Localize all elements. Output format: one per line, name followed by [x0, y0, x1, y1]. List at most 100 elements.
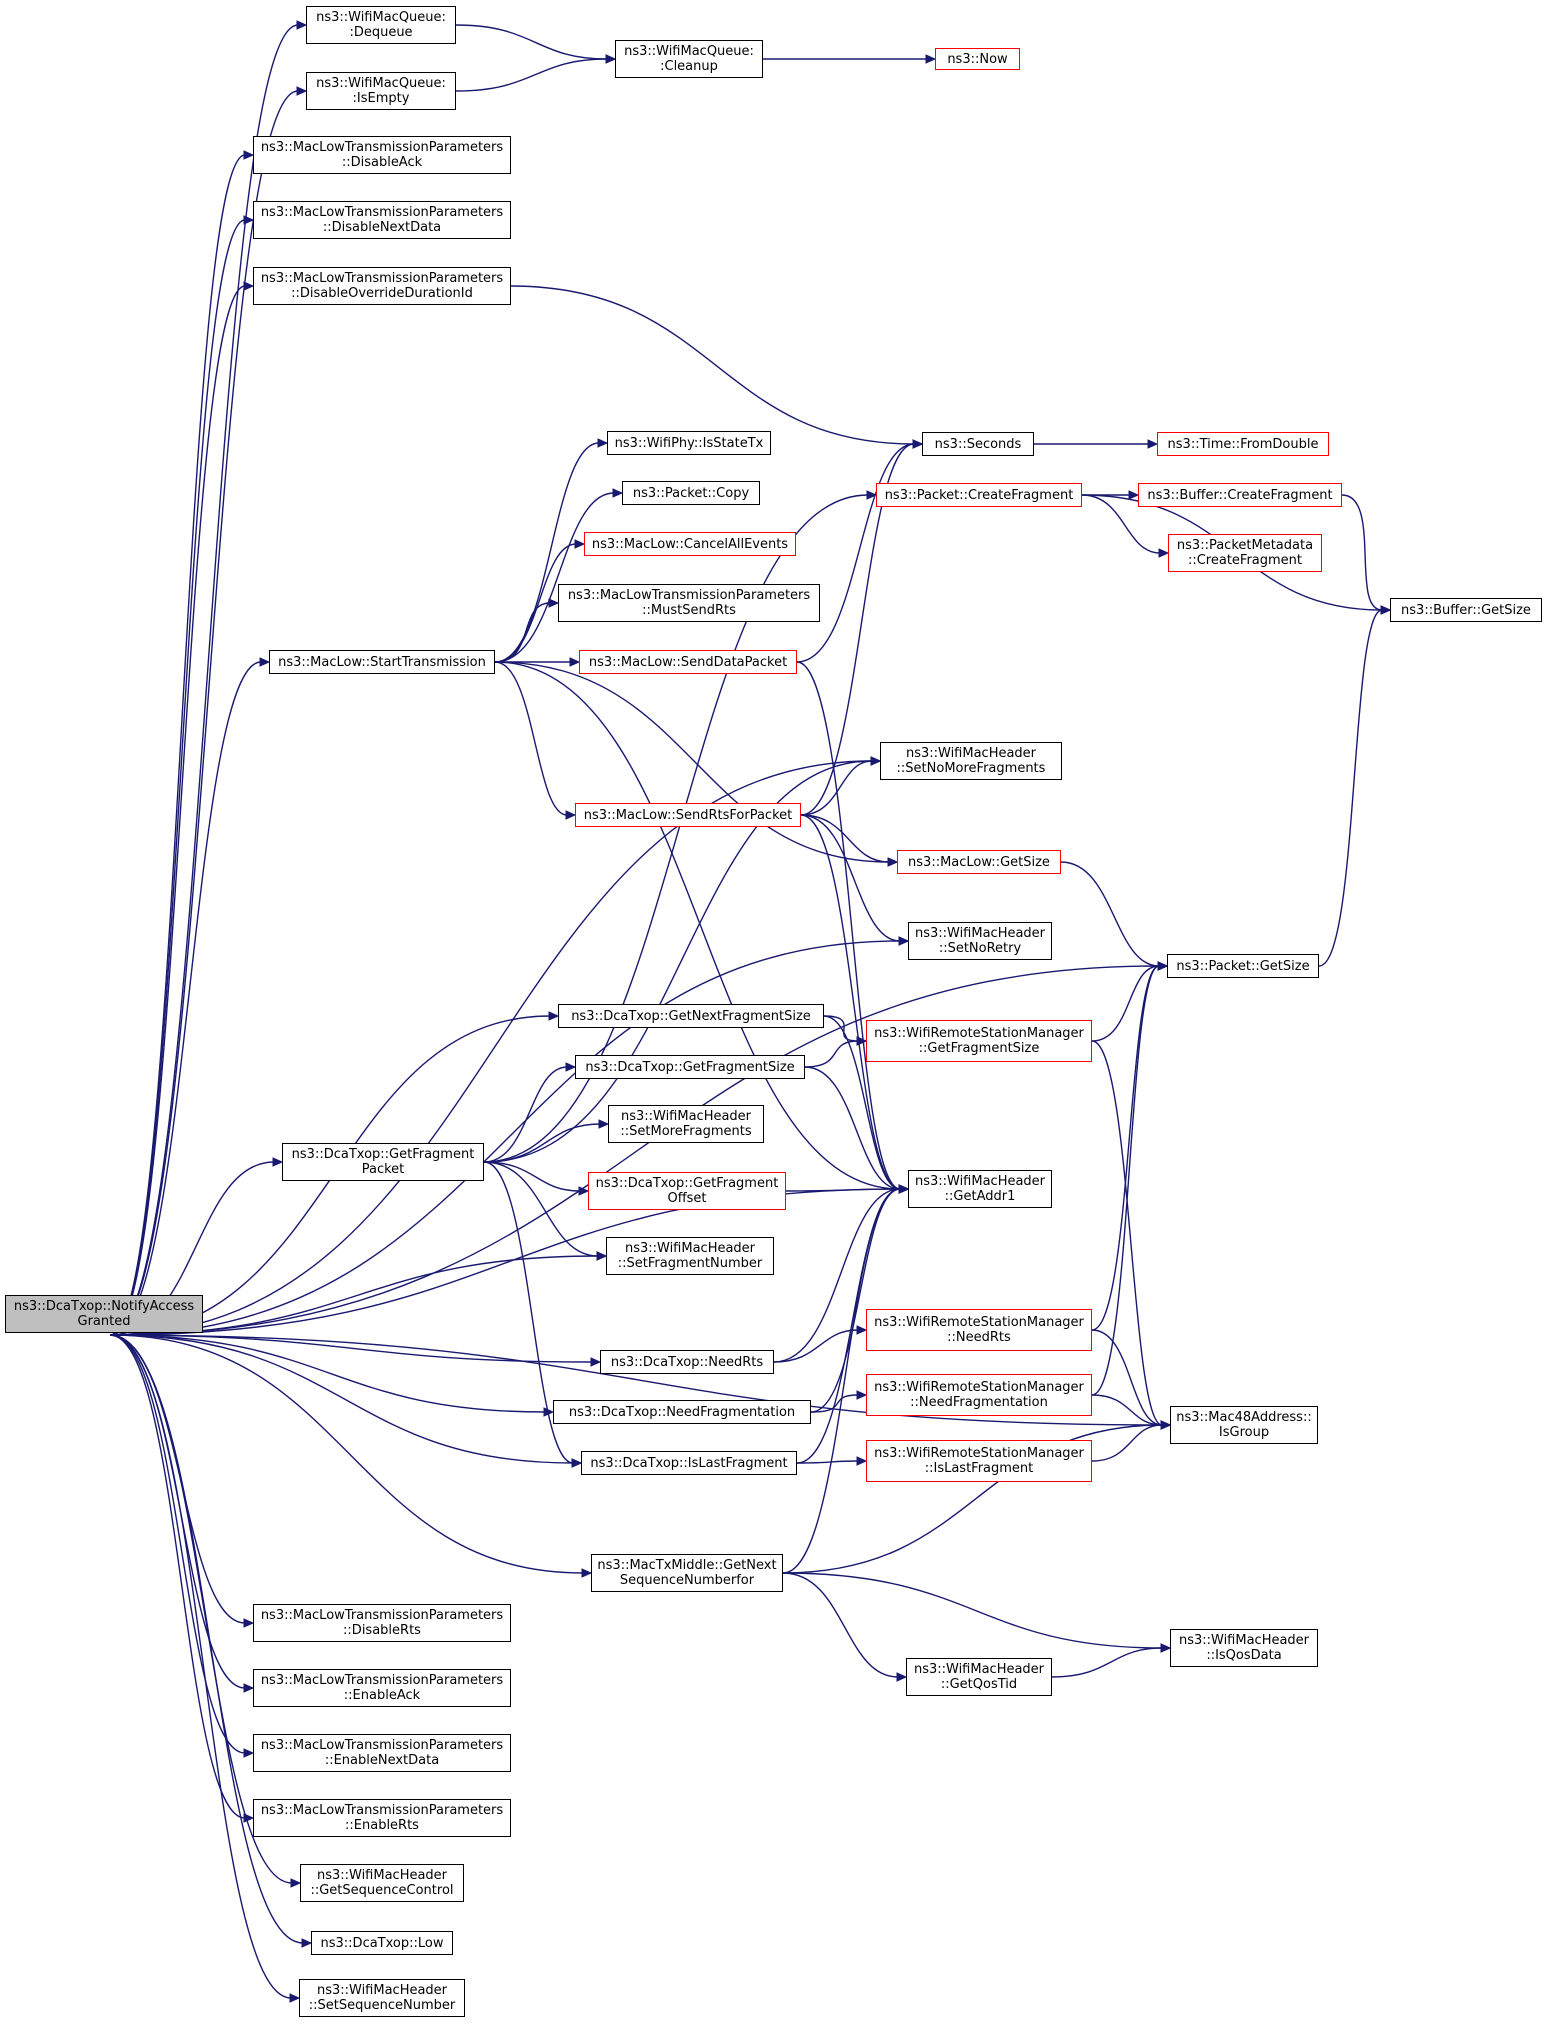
edge-arrowhead	[301, 1938, 313, 1948]
node-disablerts[interactable]: ns3::MacLowTransmissionParameters::Disab…	[253, 1604, 511, 1642]
node-label-line: ns3::MacLow::CancelAllEvents	[591, 536, 789, 552]
node-starttx[interactable]: ns3::MacLow::StartTransmission	[269, 650, 495, 674]
edge-arrowhead	[243, 281, 255, 291]
edge-arrowhead	[1160, 1420, 1172, 1430]
call-edge	[109, 1334, 304, 1944]
edge-arrowhead	[887, 857, 899, 867]
node-label-line: ns3::MacLow::SendDataPacket	[588, 654, 788, 670]
call-edge	[109, 661, 262, 1336]
call-edge	[109, 219, 246, 1336]
call-edge	[800, 814, 890, 863]
edge-arrowhead	[856, 1036, 868, 1046]
node-label-line: SequenceNumberfor	[619, 1573, 755, 1588]
node-disableoverride[interactable]: ns3::MacLowTransmissionParameters::Disab…	[253, 267, 511, 305]
node-setnomore[interactable]: ns3::WifiMacHeader::SetNoMoreFragments	[880, 742, 1062, 780]
node-sendrts[interactable]: ns3::MacLow::SendRtsForPacket	[575, 803, 801, 827]
node-label-line: ns3::WifiMacHeader	[914, 1174, 1046, 1189]
node-fromdouble[interactable]: ns3::Time::FromDouble	[1157, 432, 1329, 456]
node-label-line: ::DisableRts	[343, 1623, 421, 1638]
edge-arrowhead	[290, 1878, 302, 1888]
edge-arrowhead	[605, 54, 617, 64]
node-isqosdata[interactable]: ns3::WifiMacHeader::IsQosData	[1170, 1629, 1318, 1667]
node-label-line: ns3::DcaTxop::Low	[320, 1935, 444, 1951]
node-cleanup[interactable]: ns3::WifiMacQueue::Cleanup	[615, 40, 763, 78]
call-edge	[823, 1015, 901, 1190]
node-packetcopy[interactable]: ns3::Packet::Copy	[622, 481, 760, 505]
call-edge	[494, 442, 600, 663]
node-wrsmfragsize[interactable]: ns3::WifiRemoteStationManager::GetFragme…	[866, 1020, 1092, 1062]
node-wrsmislast[interactable]: ns3::WifiRemoteStationManager::IsLastFra…	[866, 1440, 1092, 1482]
call-edge	[109, 760, 873, 1336]
call-edge	[800, 760, 873, 816]
call-edge	[796, 1460, 859, 1464]
node-wrsmneedrts[interactable]: ns3::WifiRemoteStationManager::NeedRts	[866, 1309, 1092, 1351]
edge-arrowhead	[243, 1618, 255, 1628]
node-wrsmneedfrag[interactable]: ns3::WifiRemoteStationManager::NeedFragm…	[866, 1374, 1092, 1416]
node-createfrag[interactable]: ns3::Packet::CreateFragment	[876, 483, 1082, 507]
edge-arrowhead	[296, 86, 308, 96]
call-edge	[800, 443, 915, 816]
node-getnextfrag[interactable]: ns3::DcaTxop::GetNextFragmentSize	[558, 1004, 824, 1028]
node-isstatetx[interactable]: ns3::WifiPhy::IsStateTx	[607, 431, 771, 455]
node-setfragnum[interactable]: ns3::WifiMacHeader::SetFragmentNumber	[606, 1237, 774, 1275]
call-edge	[1081, 494, 1161, 554]
node-bufcreate[interactable]: ns3::Buffer::CreateFragment	[1138, 483, 1342, 507]
node-disableack[interactable]: ns3::MacLowTransmissionParameters::Disab…	[253, 136, 511, 174]
call-edge	[109, 1334, 584, 1574]
node-mustsendrts[interactable]: ns3::MacLowTransmissionParameters::MustS…	[558, 584, 820, 622]
node-label-line: ns3::MacLow::StartTransmission	[278, 654, 486, 670]
edge-arrowhead	[243, 150, 255, 160]
node-setnoretry[interactable]: ns3::WifiMacHeader::SetNoRetry	[908, 922, 1052, 960]
node-enablerts[interactable]: ns3::MacLowTransmissionParameters::Enabl…	[253, 1799, 511, 1837]
call-edge	[109, 1334, 546, 1413]
node-label-line: ns3::DcaTxop::NeedFragmentation	[568, 1404, 796, 1420]
node-bufsize[interactable]: ns3::Buffer::GetSize	[1390, 598, 1542, 622]
node-label-line: ns3::Buffer::CreateFragment	[1147, 487, 1333, 503]
node-getfragsize[interactable]: ns3::DcaTxop::GetFragmentSize	[575, 1055, 805, 1079]
node-senddata[interactable]: ns3::MacLow::SendDataPacket	[579, 650, 797, 674]
node-seconds[interactable]: ns3::Seconds	[922, 432, 1034, 456]
node-enablenextdata[interactable]: ns3::MacLowTransmissionParameters::Enabl…	[253, 1734, 511, 1772]
edge-arrowhead	[598, 1119, 610, 1129]
node-enableack[interactable]: ns3::MacLowTransmissionParameters::Enabl…	[253, 1669, 511, 1707]
node-label-line: ns3::MacLowTransmissionParameters	[260, 1673, 504, 1688]
node-isempty[interactable]: ns3::WifiMacQueue::IsEmpty	[306, 72, 456, 110]
node-maclowsize[interactable]: ns3::MacLow::GetSize	[897, 850, 1061, 874]
node-getseqctrl[interactable]: ns3::WifiMacHeader::GetSequenceControl	[300, 1864, 464, 1902]
node-islastfrag[interactable]: ns3::DcaTxop::IsLastFragment	[581, 1451, 797, 1475]
node-label-line: Packet	[361, 1162, 405, 1177]
node-label-line: ns3::MacTxMiddle::GetNext	[597, 1558, 777, 1573]
call-edge	[109, 154, 246, 1336]
node-label-line: ns3::DcaTxop::GetFragmentSize	[585, 1059, 795, 1075]
node-isgroup[interactable]: ns3::Mac48Address::IsGroup	[1170, 1406, 1318, 1444]
node-label-line: ::DisableAck	[341, 155, 423, 170]
node-label-line: :IsEmpty	[352, 91, 410, 106]
edge-arrowhead	[565, 1062, 577, 1072]
call-edge	[800, 814, 901, 1190]
node-getaddr1[interactable]: ns3::WifiMacHeader::GetAddr1	[908, 1170, 1052, 1208]
node-pktsize[interactable]: ns3::Packet::GetSize	[1167, 954, 1319, 978]
node-label-line: ::SetFragmentNumber	[617, 1256, 763, 1271]
call-edge	[823, 1015, 859, 1042]
call-edge	[796, 661, 901, 1190]
node-needfrag[interactable]: ns3::DcaTxop::NeedFragmentation	[553, 1400, 811, 1424]
node-setmorefrag[interactable]: ns3::WifiMacHeader::SetMoreFragments	[608, 1105, 764, 1143]
node-low[interactable]: ns3::DcaTxop::Low	[311, 1931, 453, 1955]
node-needrts[interactable]: ns3::DcaTxop::NeedRts	[600, 1350, 774, 1374]
node-cancelall[interactable]: ns3::MacLow::CancelAllEvents	[584, 532, 796, 556]
node-dequeue[interactable]: ns3::WifiMacQueue::Dequeue	[306, 6, 456, 44]
node-disablenextdata[interactable]: ns3::MacLowTransmissionParameters::Disab…	[253, 201, 511, 239]
node-getqostid[interactable]: ns3::WifiMacHeader::GetQosTid	[906, 1658, 1052, 1696]
node-setseqnum[interactable]: ns3::WifiMacHeader::SetSequenceNumber	[299, 1979, 465, 2017]
node-now[interactable]: ns3::Now	[935, 48, 1020, 70]
node-label-line: ns3::DcaTxop::IsLastFragment	[590, 1455, 788, 1471]
call-edge	[1341, 494, 1383, 611]
node-metacreate[interactable]: ns3::PacketMetadata::CreateFragment	[1168, 534, 1322, 572]
edge-arrowhead	[548, 598, 560, 608]
edge-arrowhead	[870, 756, 882, 766]
call-edge	[773, 1329, 859, 1363]
